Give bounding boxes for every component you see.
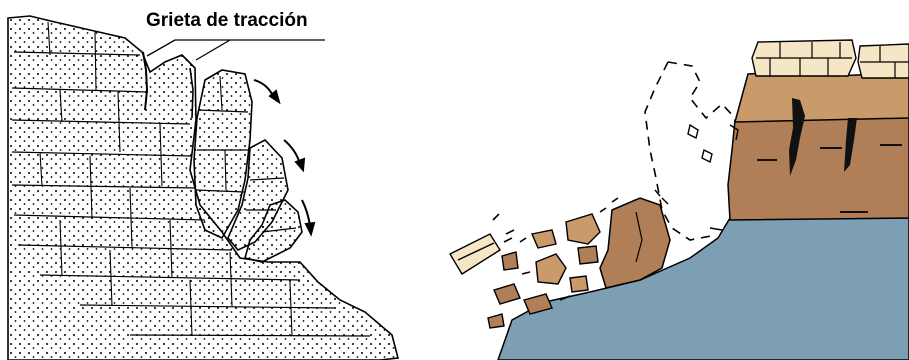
rock-light-block [449,233,501,275]
tension-crack [142,51,149,111]
rock-4 [535,253,567,285]
toppling-diagram: Grieta de tracción [7,10,400,360]
rock-8 [487,313,505,329]
debris-marks [492,197,619,301]
motion-arrows [253,79,316,237]
cliff-top-joints [756,42,909,78]
rock-2 [565,213,601,245]
arrow-3 [301,199,311,227]
detached-outline [644,61,736,241]
label-leaders [146,39,325,61]
fallen-rocks [449,213,601,329]
falling-block-crack [635,211,643,263]
rock-1 [531,229,557,249]
cliff-dashes [757,144,902,213]
rock-7 [523,293,553,315]
tension-crack-label: Grieta de tracción [146,10,308,31]
rock-9 [569,275,589,293]
bedding-joints [11,51,371,337]
vertical-joints [39,21,293,337]
falling-block-large [599,197,671,289]
water-body [497,217,909,360]
detached-fragments [654,123,739,231]
tension-crack-2 [189,67,194,119]
cliff-lower-layer [727,115,909,221]
cliff-cracks [789,98,857,176]
rock-5 [577,245,599,265]
rockfall-diagram [449,39,909,360]
cliff-top-blocks [751,39,909,79]
rock-6 [493,283,521,305]
cliff-middle-layer [734,71,909,123]
rock-3 [501,251,519,271]
